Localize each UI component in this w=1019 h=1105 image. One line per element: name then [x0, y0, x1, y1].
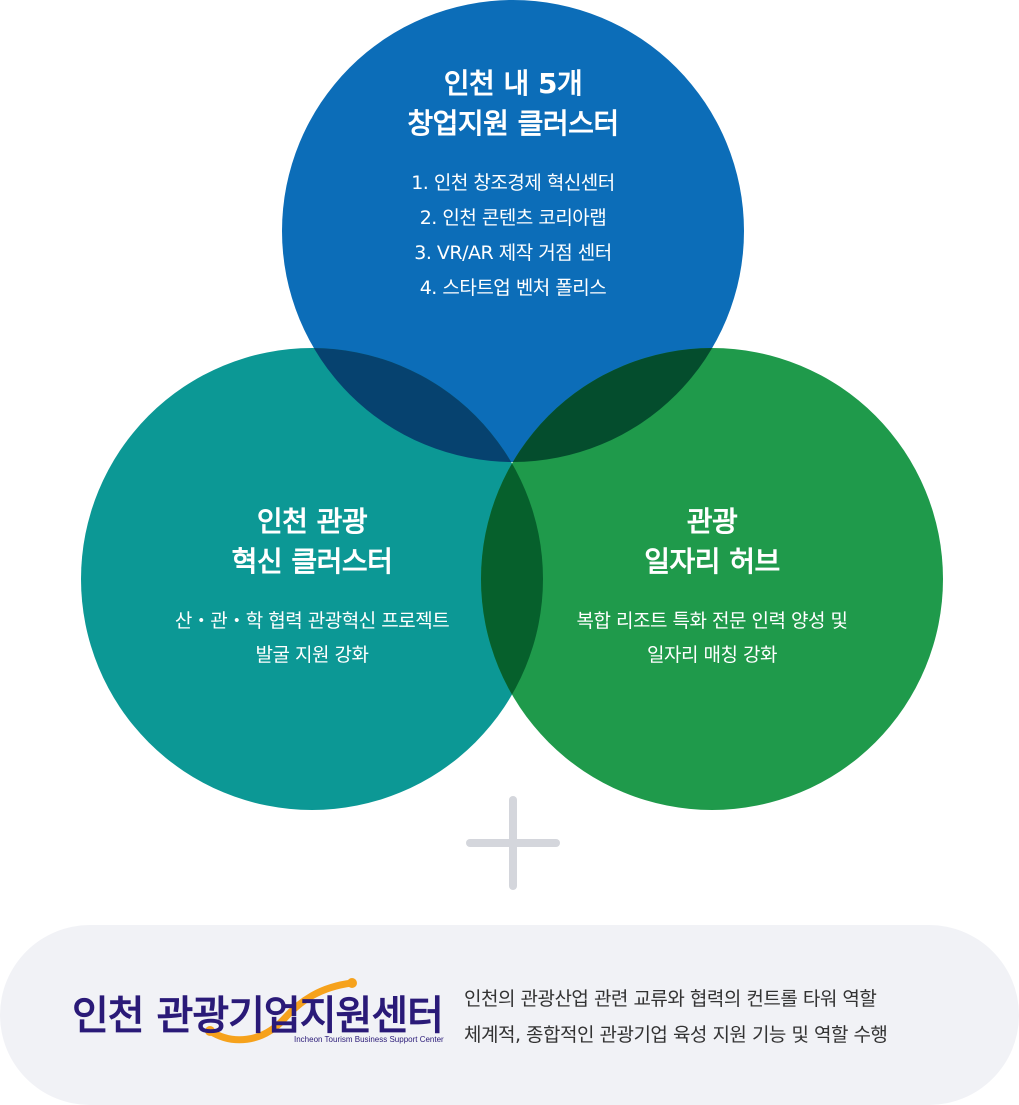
left-circle: [81, 348, 543, 810]
plus-icon-vertical: [509, 796, 517, 890]
right-circle-desc-line2: 일자리 매칭 강화: [647, 644, 777, 666]
left-circle-title: 인천 관광 혁신 클러스터: [112, 502, 512, 582]
top-circle-title: 인천 내 5개 창업지원 클러스터: [313, 64, 713, 144]
top-circle-text: 인천 내 5개 창업지원 클러스터 1. 인천 창조경제 혁신센터 2. 인천 …: [313, 64, 713, 306]
summary-panel: 인천 관광기업지원센터 Incheon Tourism Business Sup…: [0, 925, 1019, 1105]
left-circle-title-line2: 혁신 클러스터: [231, 545, 393, 578]
summary-description: 인천의 관광산업 관련 교류와 협력의 컨트롤 타워 역할 체계적, 종합적인 …: [464, 981, 1004, 1053]
logo-arc-icon: [205, 978, 357, 1044]
list-item: 2. 인천 콘텐츠 코리아랩: [419, 207, 607, 229]
logo-subtitle: Incheon Tourism Business Support Center: [294, 1035, 444, 1044]
venn-diagram: [81, 0, 943, 810]
summary-description-line1: 인천의 관광산업 관련 교류와 협력의 컨트롤 타워 역할: [464, 988, 877, 1010]
summary-description-line2: 체계적, 종합적인 관광기업 육성 지원 기능 및 역할 수행: [464, 1024, 888, 1046]
list-item: 4. 스타트업 벤처 폴리스: [419, 277, 607, 299]
left-circle-title-line1: 인천 관광: [256, 505, 368, 538]
list-item: 1. 인천 창조경제 혁신센터: [411, 172, 615, 194]
left-circle-desc: 산・관・학 협력 관광혁신 프로젝트 발굴 지원 강화: [112, 604, 512, 672]
right-circle-title-line1: 관광: [686, 505, 738, 538]
top-circle: [282, 0, 744, 462]
right-circle-text: 관광 일자리 허브 복합 리조트 특화 전문 인력 양성 및 일자리 매칭 강화: [512, 502, 912, 672]
right-circle: [481, 348, 943, 810]
list-item: 3. VR/AR 제작 거점 센터: [414, 242, 612, 264]
right-circle-desc: 복합 리조트 특화 전문 인력 양성 및 일자리 매칭 강화: [512, 604, 912, 672]
left-circle-desc-line1: 산・관・학 협력 관광혁신 프로젝트: [174, 610, 450, 632]
left-circle-text: 인천 관광 혁신 클러스터 산・관・학 협력 관광혁신 프로젝트 발굴 지원 강…: [112, 502, 512, 672]
plus-icon: [466, 796, 560, 890]
right-circle-title-line2: 일자리 허브: [644, 545, 780, 578]
logo-wordmark: 인천 관광기업지원센터: [72, 993, 444, 1039]
left-circle-desc-line2: 발굴 지원 강화: [255, 644, 369, 666]
right-circle-desc-line1: 복합 리조트 특화 전문 인력 양성 및: [576, 610, 848, 632]
top-circle-list: 1. 인천 창조경제 혁신센터 2. 인천 콘텐츠 코리아랩 3. VR/AR …: [313, 166, 713, 306]
top-circle-title-line1: 인천 내 5개: [443, 67, 583, 100]
center-logo: 인천 관광기업지원센터 Incheon Tourism Business Sup…: [72, 973, 452, 1053]
right-circle-title: 관광 일자리 허브: [512, 502, 912, 582]
top-circle-title-line2: 창업지원 클러스터: [407, 107, 619, 140]
